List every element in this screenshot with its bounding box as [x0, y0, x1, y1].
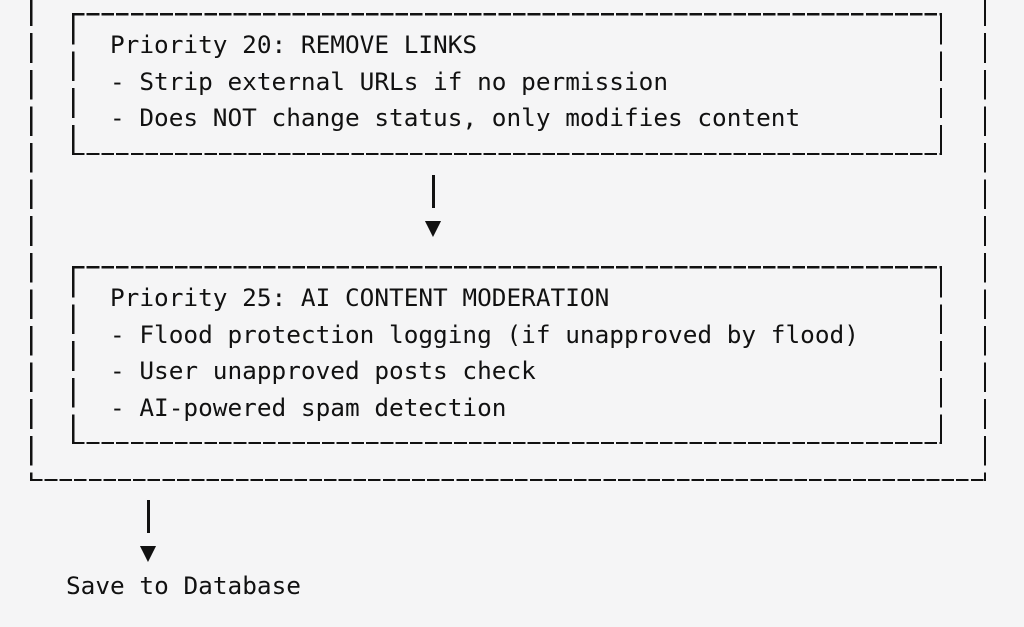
- flow-connector-line: [431, 175, 435, 208]
- step-title: Priority 20: REMOVE LINKS: [110, 30, 478, 59]
- step-detail: - Strip external URLs if no permission: [110, 66, 669, 96]
- arrow-down-icon: ▼: [424, 212, 442, 243]
- step-detail: - Does NOT change status, only modifies …: [110, 103, 801, 133]
- step-box-priority-20: Priority 20: REMOVE LINKS - Strip extern…: [72, 13, 942, 155]
- step-box-priority-20-text: Priority 20: REMOVE LINKS - Strip extern…: [72, 13, 942, 137]
- flow-connector: ▼: [136, 500, 160, 568]
- step-detail: - User unapproved posts check: [110, 356, 536, 386]
- pipeline-outer-box: Priority 20: REMOVE LINKS - Strip extern…: [30, 0, 986, 481]
- step-title: Priority 25: AI CONTENT MODERATION: [110, 283, 610, 312]
- step-detail: - Flood protection logging (if unapprove…: [110, 319, 859, 349]
- arrow-down-icon: ▼: [139, 537, 157, 568]
- flow-connector-line: [146, 500, 150, 533]
- save-to-database-label: Save to Database: [66, 571, 301, 600]
- step-box-priority-25-text: Priority 25: AI CONTENT MODERATION - Flo…: [72, 266, 942, 426]
- step-box-priority-25: Priority 25: AI CONTENT MODERATION - Flo…: [72, 266, 942, 444]
- flow-connector: ▼: [421, 175, 445, 243]
- step-detail: - AI-powered spam detection: [110, 392, 507, 422]
